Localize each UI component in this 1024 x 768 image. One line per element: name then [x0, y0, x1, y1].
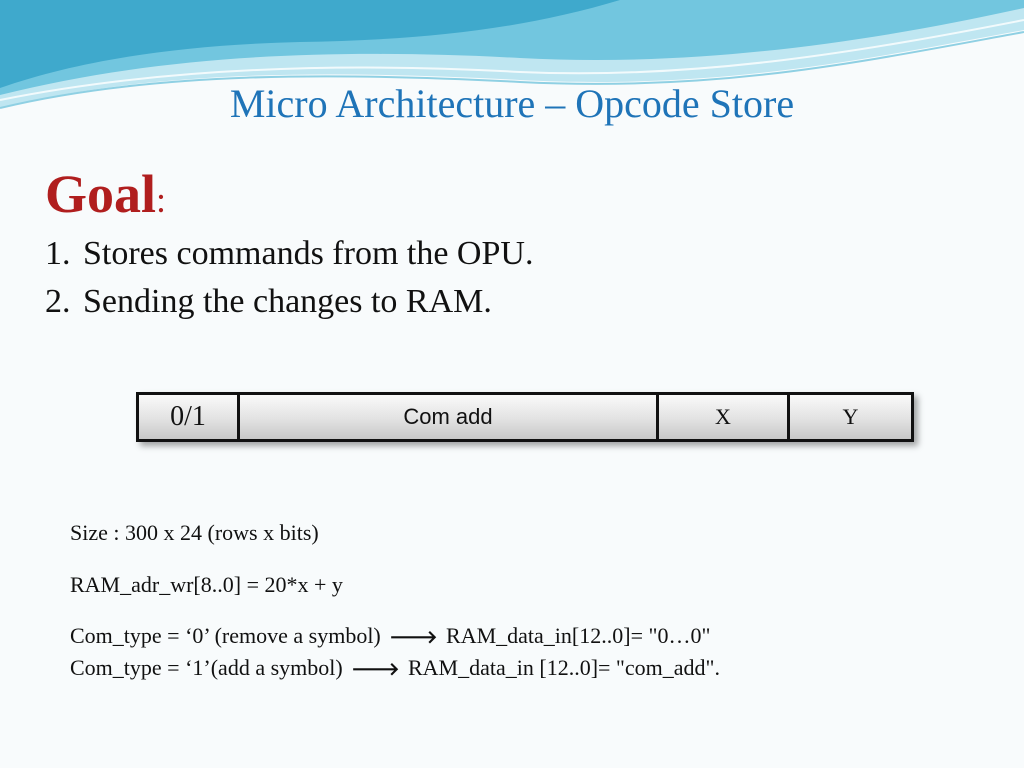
field-y: Y	[790, 392, 914, 442]
goal-list: 1. Stores commands from the OPU. 2. Send…	[45, 230, 533, 326]
field-flag: 0/1	[136, 392, 240, 442]
goal-item-text: Sending the changes to RAM.	[83, 283, 492, 320]
goal-heading-colon: :	[156, 180, 167, 220]
note-add-result: RAM_data_in [12..0]= "com_add".	[407, 655, 721, 680]
note-remove-condition: Com_type = ‘0’ (remove a symbol)	[70, 623, 381, 648]
note-size: Size : 300 x 24 (rows x bits)	[70, 520, 319, 545]
goal-item-text: Stores commands from the OPU.	[83, 235, 534, 272]
right-arrow-icon: 🡒	[351, 659, 400, 680]
goal-item-1: 1. Stores commands from the OPU.	[45, 230, 533, 278]
goal-heading-text: Goal	[45, 164, 157, 224]
note-remove-symbol: Com_type = ‘0’ (remove a symbol) 🡒 RAM_d…	[70, 621, 720, 653]
goal-item-2: 2. Sending the changes to RAM.	[45, 278, 533, 326]
goal-item-number: 1.	[45, 235, 71, 272]
note-remove-result: RAM_data_in[12..0]= "0…0"	[446, 623, 711, 648]
right-arrow-icon: 🡒	[389, 627, 438, 648]
note-add-symbol: Com_type = ‘1’(add a symbol) 🡒 RAM_data_…	[70, 653, 720, 685]
slide-title: Micro Architecture – Opcode Store	[229, 81, 795, 126]
field-com-add: Com add	[240, 392, 659, 442]
field-x: X	[659, 392, 790, 442]
goal-heading: Goal:	[45, 162, 166, 232]
note-ram-address: RAM_adr_wr[8..0] = 20*x + y	[70, 572, 343, 597]
goal-item-number: 2.	[45, 283, 71, 320]
opcode-field-diagram: 0/1 Com add X Y	[136, 392, 914, 442]
notes-block: Size : 300 x 24 (rows x bits) RAM_adr_wr…	[70, 518, 720, 685]
note-add-condition: Com_type = ‘1’(add a symbol)	[70, 655, 343, 680]
